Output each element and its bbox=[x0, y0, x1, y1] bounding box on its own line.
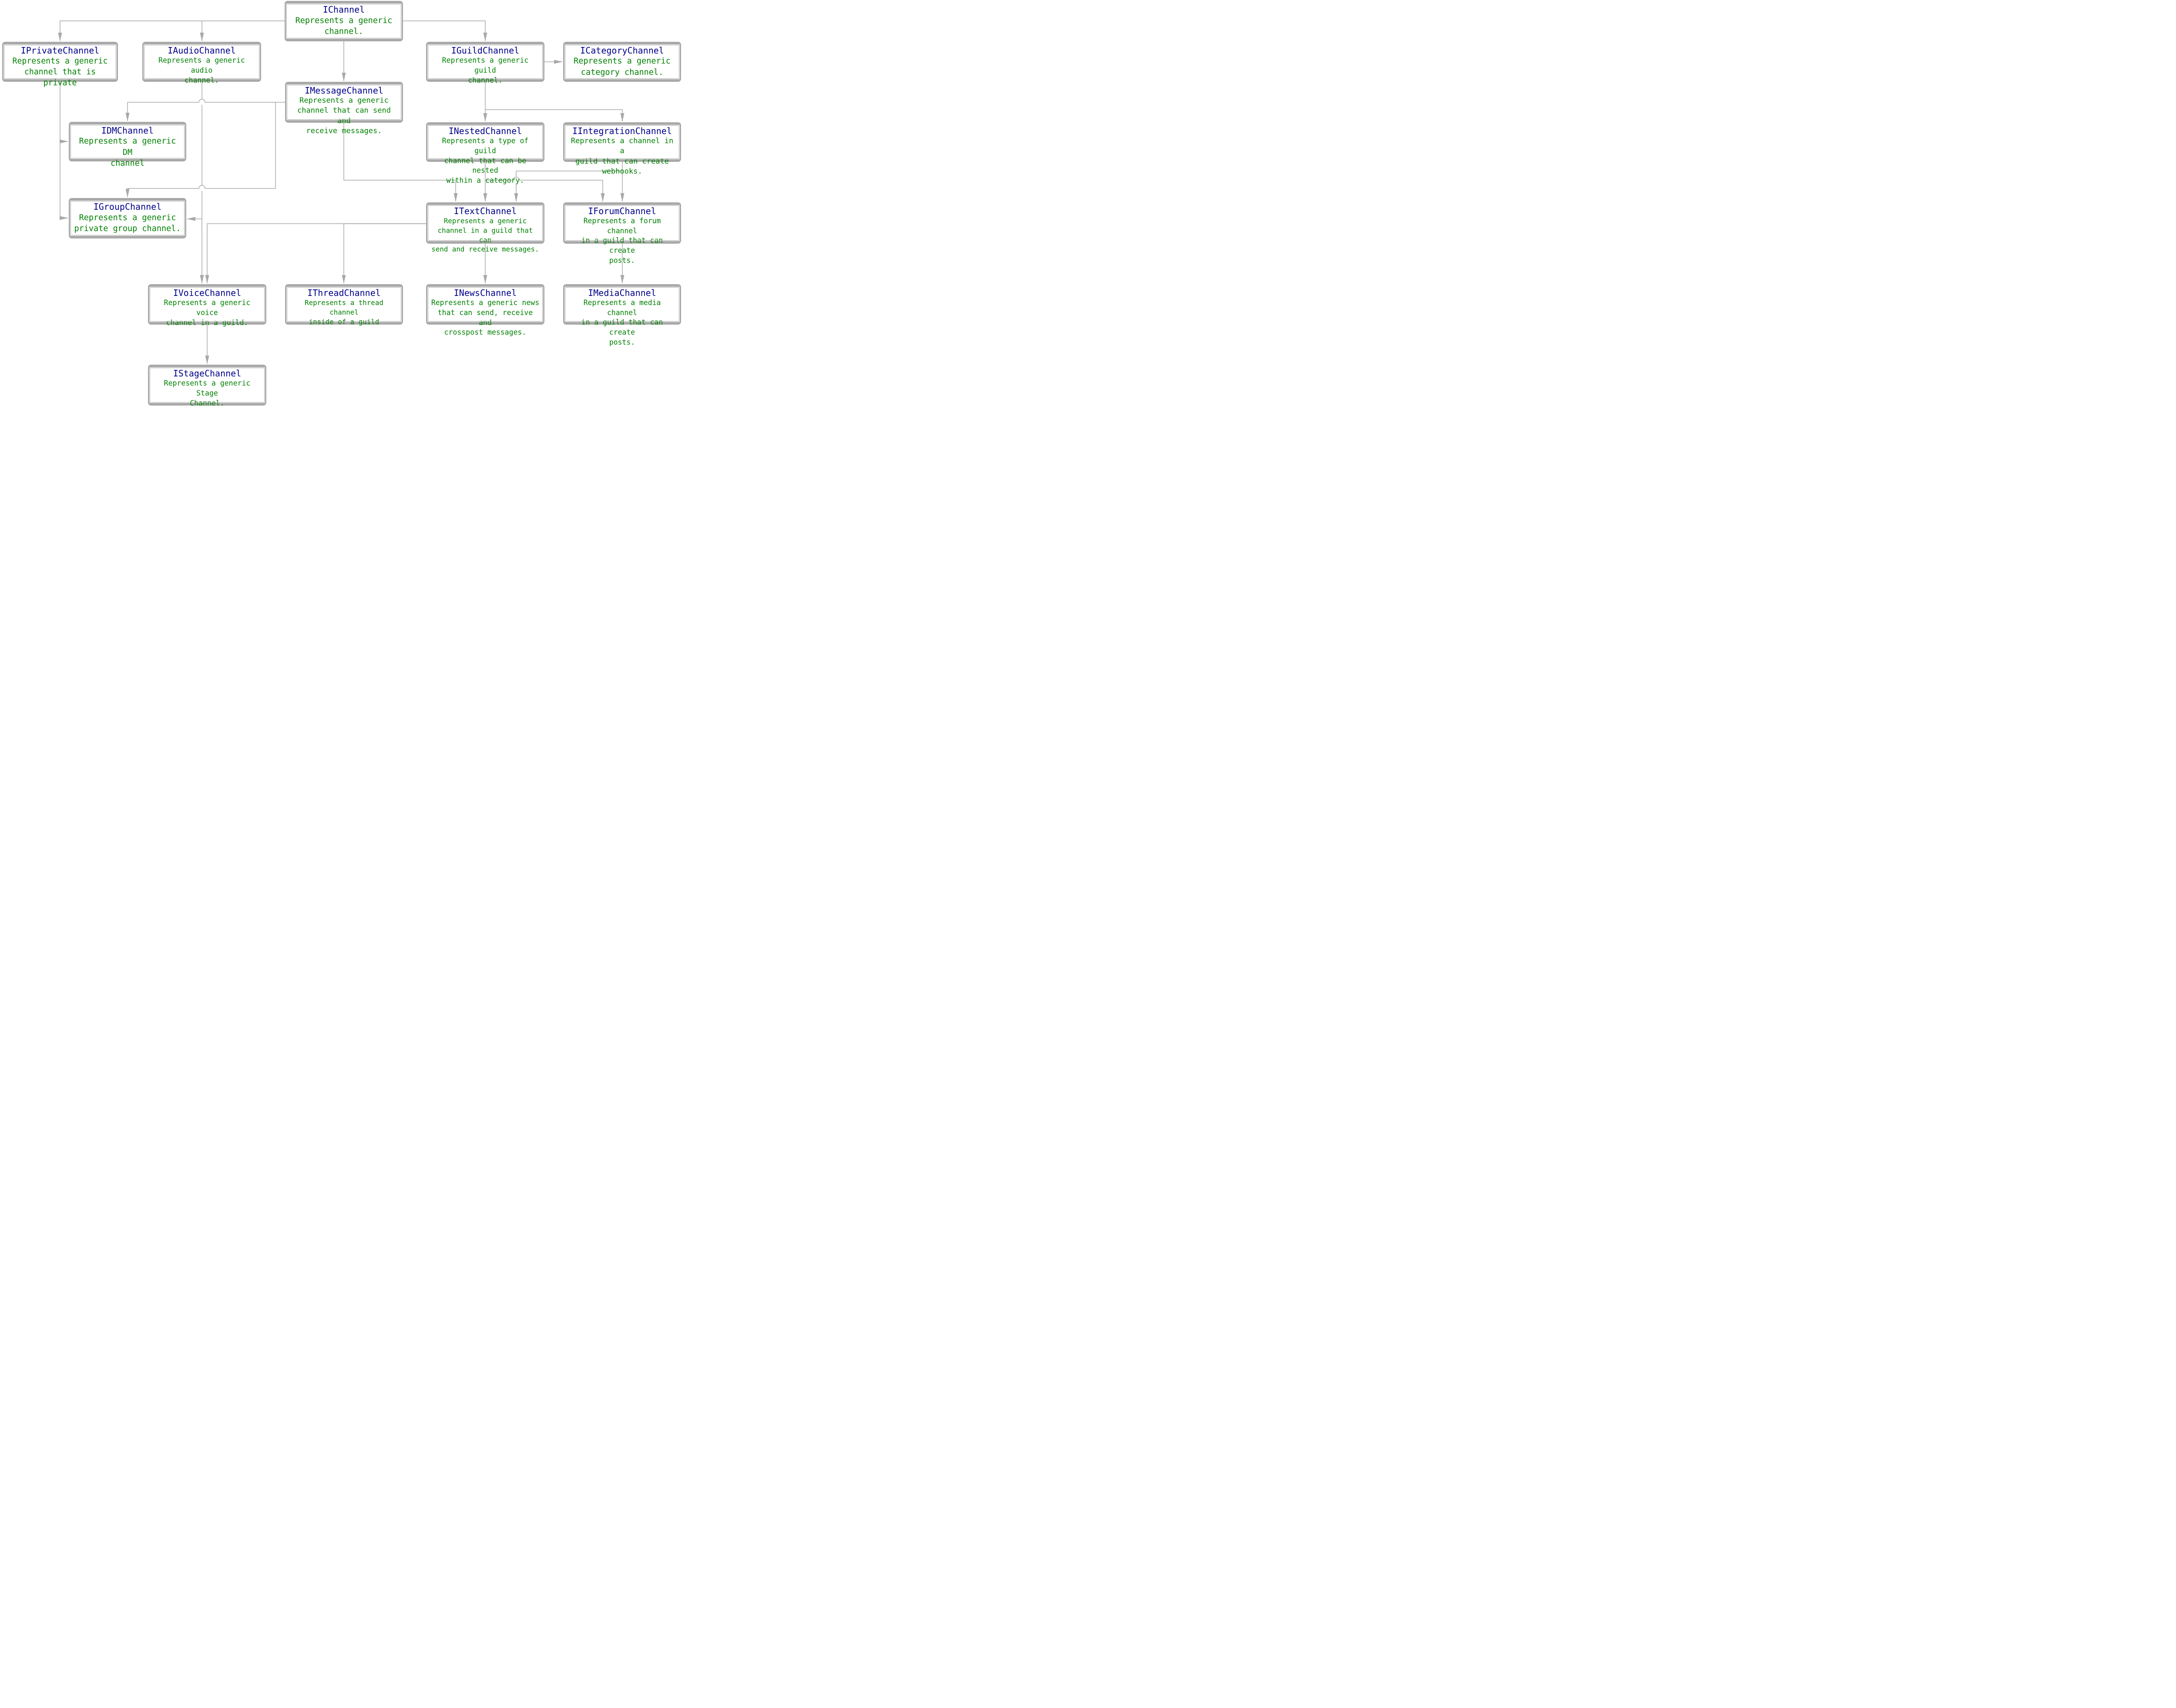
class-name: IStageChannel bbox=[173, 368, 242, 379]
class-node-idmchannel: IDMChannel Represents a generic DM chann… bbox=[69, 122, 186, 168]
class-node-imessagechannel: IMessageChannel Represents a generic cha… bbox=[285, 82, 403, 135]
class-name: INestedChannel bbox=[448, 126, 522, 136]
class-name: IGroupChannel bbox=[93, 201, 162, 212]
edge-iprivatechannel-to-igroupchannel bbox=[60, 141, 68, 220]
channel-inheritance-diagram: IChannel Represents a generic channel. I… bbox=[0, 0, 682, 406]
class-name: IDMChannel bbox=[101, 125, 154, 136]
edge-itextchannel-to-ithreadchannel bbox=[342, 223, 426, 284]
class-description: Represents a generic audio channel. bbox=[158, 56, 245, 84]
class-node-iaudiochannel: IAudioChannel Represents a generic audio… bbox=[142, 42, 261, 84]
class-node-ichannel: IChannel Represents a generic channel. bbox=[285, 1, 403, 41]
edge-itextchannel-to-ivoicechannel bbox=[205, 223, 426, 284]
class-name: ITextChannel bbox=[453, 206, 517, 216]
edge-iguildchannel-to-iintegrationchannel bbox=[485, 109, 625, 122]
class-name: INewsChannel bbox=[453, 288, 517, 298]
class-node-iforumchannel: IForumChannel Represents a forum channel… bbox=[563, 202, 681, 265]
class-description: Represents a generic guild channel. bbox=[442, 56, 529, 84]
class-node-icategorychannel: ICategoryChannel Represents a generic ca… bbox=[563, 42, 681, 82]
class-name: IThreadChannel bbox=[307, 288, 381, 298]
class-node-iguildchannel: IGuildChannel Represents a generic guild… bbox=[426, 42, 544, 84]
class-description: Represents a generic channel. bbox=[295, 16, 393, 37]
class-description: Represents a type of guild channel that … bbox=[442, 137, 529, 185]
class-description: Represents a forum channel in a guild th… bbox=[581, 217, 663, 265]
class-node-iintegrationchannel: IIntegrationChannel Represents a channel… bbox=[563, 122, 681, 176]
edge-iprivatechannel-to-idmchannel bbox=[60, 82, 68, 144]
class-name: IMessageChannel bbox=[305, 85, 383, 96]
class-description: Represents a generic DM channel bbox=[79, 137, 176, 168]
edge-ichannel-to-iprivatechannel bbox=[58, 20, 285, 41]
class-node-inewschannel: INewsChannel Represents a generic news t… bbox=[426, 284, 544, 336]
class-description: Represents a media channel in a guild th… bbox=[581, 299, 663, 346]
class-description: Represents a generic channel that is pri… bbox=[12, 57, 108, 88]
class-name: IIntegrationChannel bbox=[572, 126, 672, 136]
class-node-igroupchannel: IGroupChannel Represents a generic priva… bbox=[69, 198, 186, 238]
class-node-inestedchannel: INestedChannel Represents a type of guil… bbox=[426, 122, 544, 185]
connector-layer bbox=[58, 20, 625, 364]
class-name: IMediaChannel bbox=[588, 288, 656, 298]
class-node-istagechannel: IStageChannel Represents a generic Stage… bbox=[148, 365, 266, 406]
class-name: IPrivateChannel bbox=[20, 45, 100, 56]
class-node-itextchannel: ITextChannel Represents a generic channe… bbox=[426, 202, 544, 253]
class-description: Represents a generic channel in a guild … bbox=[431, 217, 539, 254]
class-description: Represents a generic voice channel in a … bbox=[164, 299, 251, 327]
edge-imessagechannel-to-idmchannel bbox=[125, 99, 285, 121]
class-description: Represents a generic private group chann… bbox=[74, 213, 181, 234]
class-description: Represents a generic channel that can se… bbox=[297, 96, 391, 136]
class-name: ICategoryChannel bbox=[580, 45, 664, 56]
class-node-iprivatechannel: IPrivateChannel Represents a generic cha… bbox=[2, 42, 118, 87]
class-name: IVoiceChannel bbox=[173, 288, 242, 298]
edge-ichannel-to-iguildchannel bbox=[403, 20, 487, 41]
class-name: IChannel bbox=[322, 4, 365, 15]
edge-iintegrationchannel-to-itextchannel bbox=[516, 171, 622, 201]
class-name: IAudioChannel bbox=[168, 45, 236, 56]
class-description: Represents a generic Stage Channel. bbox=[164, 379, 251, 406]
class-name: IForumChannel bbox=[588, 206, 656, 216]
class-name: IGuildChannel bbox=[451, 45, 520, 56]
edge-inestedchannel-to-iforumchannel bbox=[485, 177, 605, 202]
class-node-imediachannel: IMediaChannel Represents a media channel… bbox=[563, 284, 681, 346]
class-description: Represents a channel in a guild that can… bbox=[571, 137, 674, 176]
class-description: Represents a generic category channel. bbox=[574, 57, 671, 77]
class-description: Represents a generic news that can send,… bbox=[431, 299, 540, 337]
class-node-ivoicechannel: IVoiceChannel Represents a generic voice… bbox=[148, 284, 266, 327]
edge-imessagechannel-to-itextchannel bbox=[343, 123, 458, 202]
class-description: Represents a thread channel inside of a … bbox=[305, 299, 383, 326]
class-node-ithreadchannel: IThreadChannel Represents a thread chann… bbox=[285, 284, 403, 326]
